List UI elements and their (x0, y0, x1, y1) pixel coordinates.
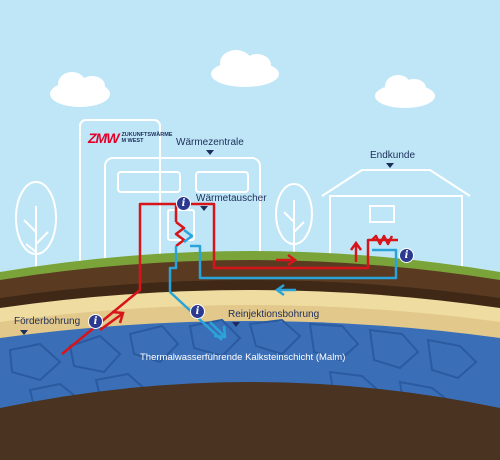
label-waermetauscher-pointer (200, 206, 208, 211)
label-endkunde-pointer (386, 163, 394, 168)
logo-mark-text: ZMW (88, 130, 119, 146)
flow-arrow-cold-down (209, 321, 227, 339)
logo-text: ZUKUNFTSWÄRME M WEST (121, 132, 172, 144)
flow-arrow-cold-left (274, 283, 296, 297)
tree-center-icon (275, 183, 313, 262)
label-reinjektionsbohrung: Reinjektionsbohrung (228, 309, 320, 320)
zmw-logo: ZMW ZUKUNFTSWÄRME M WEST (88, 130, 172, 146)
label-waermetauscher: Wärmetauscher (196, 193, 267, 204)
info-reinjektionsbohrung-icon[interactable]: i (190, 304, 205, 319)
flow-arrow-hot-house (349, 240, 363, 262)
flow-arrow-hot-right (276, 253, 298, 267)
label-kalksteinschicht: Thermalwasserführende Kalksteinschicht (… (140, 352, 346, 363)
tree-left-icon (15, 181, 57, 268)
label-waermezentrale: Wärmezentrale (176, 137, 244, 148)
logo-line2: M WEST (121, 138, 144, 144)
label-endkunde: Endkunde (370, 150, 416, 161)
info-waermetauscher-icon[interactable]: i (176, 196, 191, 211)
logo-line1: ZUKUNFTSWÄRME (121, 132, 173, 138)
label-waermezentrale-pointer (206, 150, 214, 155)
cloud-right (375, 75, 435, 108)
info-foerderbohrung-icon[interactable]: i (88, 314, 103, 329)
label-reinjektionsbohrung-pointer (232, 322, 240, 327)
flow-arrow-hot-up (99, 310, 125, 332)
cold-pipe (168, 229, 398, 341)
cloud-left (50, 72, 110, 107)
label-foerderbohrung: Förderbohrung (14, 316, 81, 327)
cloud-center (211, 50, 279, 87)
label-foerderbohrung-pointer (20, 330, 28, 335)
info-endkunde-icon[interactable]: i (399, 248, 414, 263)
deep-layer (0, 382, 500, 460)
logo-mark: ZMW (88, 130, 119, 146)
